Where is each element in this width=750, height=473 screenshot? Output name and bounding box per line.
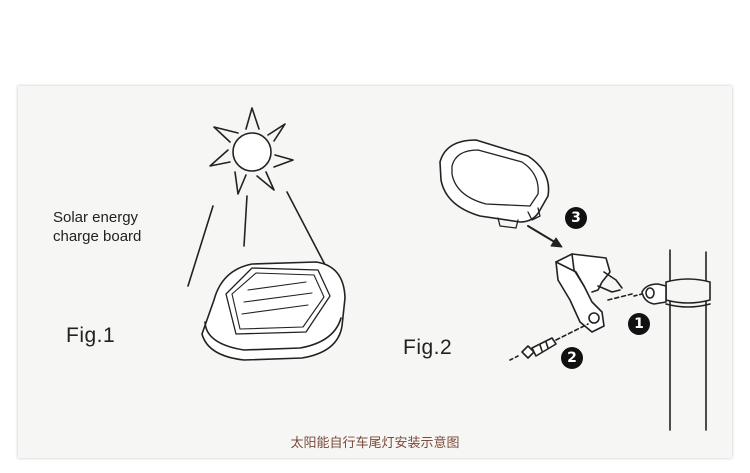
seat-post [633,249,711,431]
sun-icon [209,107,294,195]
step-2-badge: 2 [561,347,583,369]
mount-arrow [527,225,563,248]
solar-board-label: Solar energy charge board [53,208,193,246]
fig2-label: Fig.2 [403,336,453,359]
diagram-caption: 太阳能自行车尾灯安装示意图 [290,436,460,451]
fig1-label: Fig.1 [66,324,116,347]
step-1-badge: 1 [628,313,650,335]
diagram-panel [18,86,732,458]
mounting-bracket [555,253,633,333]
solar-label-line2: charge board [53,228,142,245]
solar-label-line1: Solar energy [53,209,139,226]
step-3-badge: 3 [565,207,587,229]
solar-charge-board [201,261,346,361]
tail-light-unit [439,139,550,229]
screw [509,323,589,361]
